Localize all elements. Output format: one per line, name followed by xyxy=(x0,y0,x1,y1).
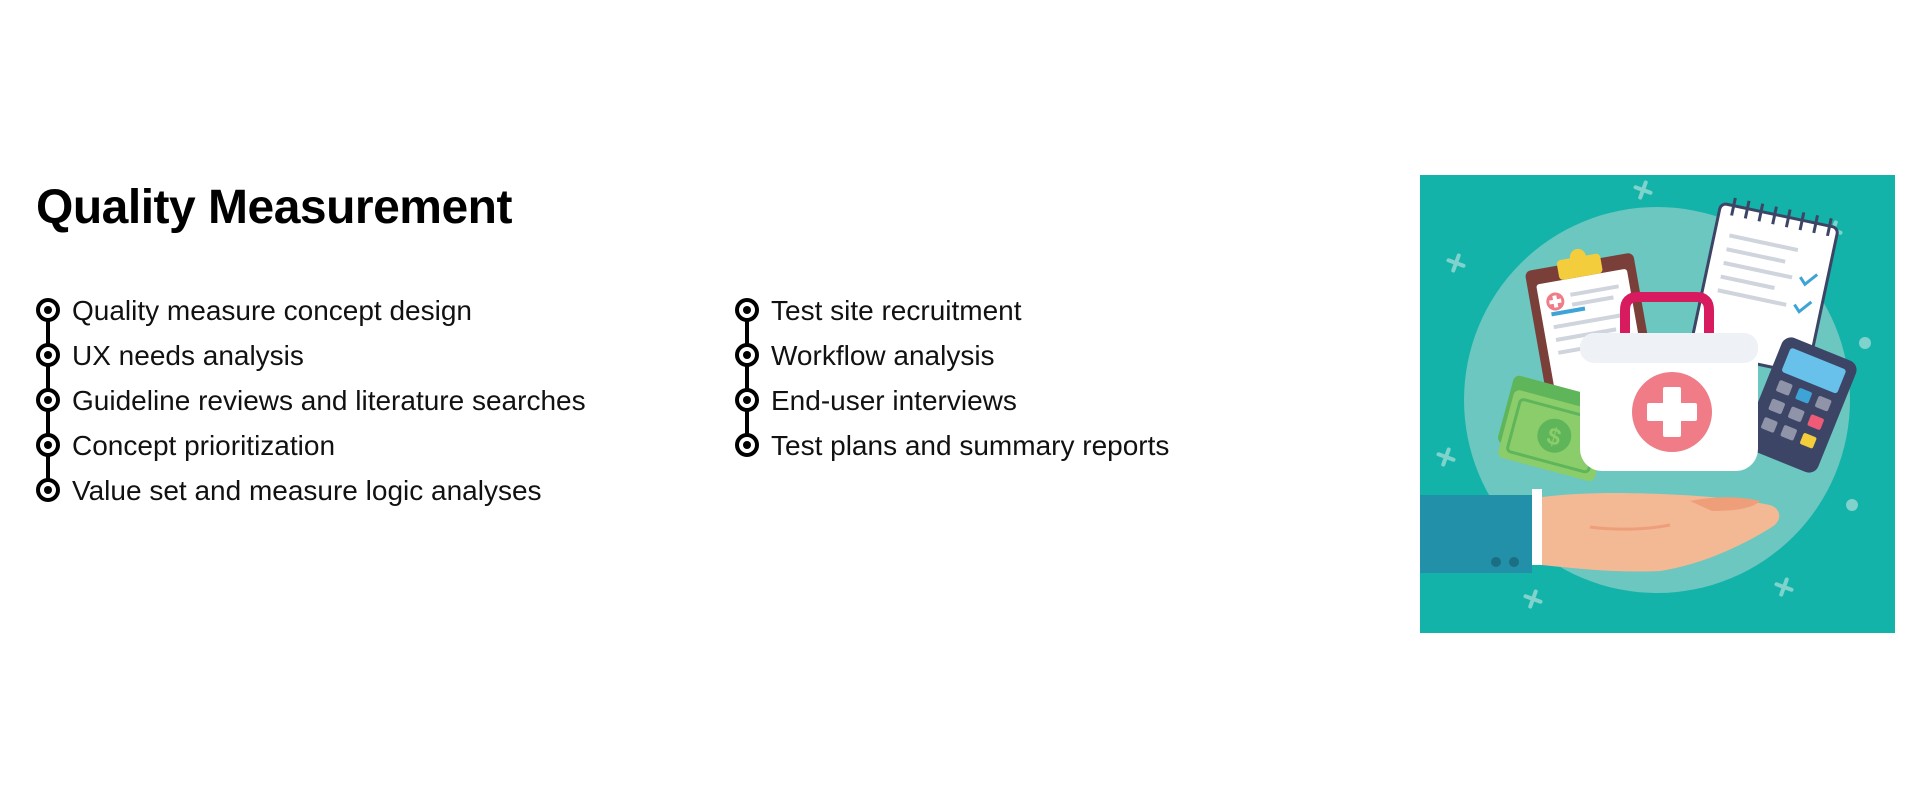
list-item-label: Concept prioritization xyxy=(72,430,336,461)
list-item-label: UX needs analysis xyxy=(72,340,304,371)
bullet-ring-icon xyxy=(36,343,60,367)
list-item-label: Workflow analysis xyxy=(771,340,995,371)
bullet-ring-icon xyxy=(36,298,60,322)
health-insurance-illustration: $ xyxy=(1420,175,1895,633)
list-item: Test site recruitment xyxy=(735,288,1169,355)
list-item-label: End-user interviews xyxy=(771,385,1017,416)
list-item: UX needs analysis xyxy=(36,333,586,400)
list-item: Test plans and summary reports xyxy=(735,423,1169,468)
bullet-ring-icon xyxy=(735,433,759,457)
list-item: Quality measure concept design xyxy=(36,288,586,355)
bullet-ring-icon xyxy=(36,478,60,502)
list-item-label: Guideline reviews and literature searche… xyxy=(72,385,586,416)
list-item-label: Quality measure concept design xyxy=(72,295,472,326)
list-item: Concept prioritization xyxy=(36,423,586,490)
bullet-ring-icon xyxy=(36,388,60,412)
section-title: Quality Measurement xyxy=(36,181,512,234)
bullet-ring-icon xyxy=(735,343,759,367)
bullet-ring-icon xyxy=(36,433,60,457)
list-item-label: Value set and measure logic analyses xyxy=(72,475,542,506)
list-item: Value set and measure logic analyses xyxy=(36,468,586,513)
services-list-left: Quality measure concept design UX needs … xyxy=(36,288,586,513)
services-list-right: Test site recruitment Workflow analysis … xyxy=(735,288,1169,468)
list-item-label: Test plans and summary reports xyxy=(771,430,1170,461)
list-item: Workflow analysis xyxy=(735,333,1169,400)
list-item-label: Test site recruitment xyxy=(771,295,1022,326)
list-item: Guideline reviews and literature searche… xyxy=(36,378,586,445)
list-item: End-user interviews xyxy=(735,378,1169,445)
bullet-ring-icon xyxy=(735,298,759,322)
bullet-ring-icon xyxy=(735,388,759,412)
